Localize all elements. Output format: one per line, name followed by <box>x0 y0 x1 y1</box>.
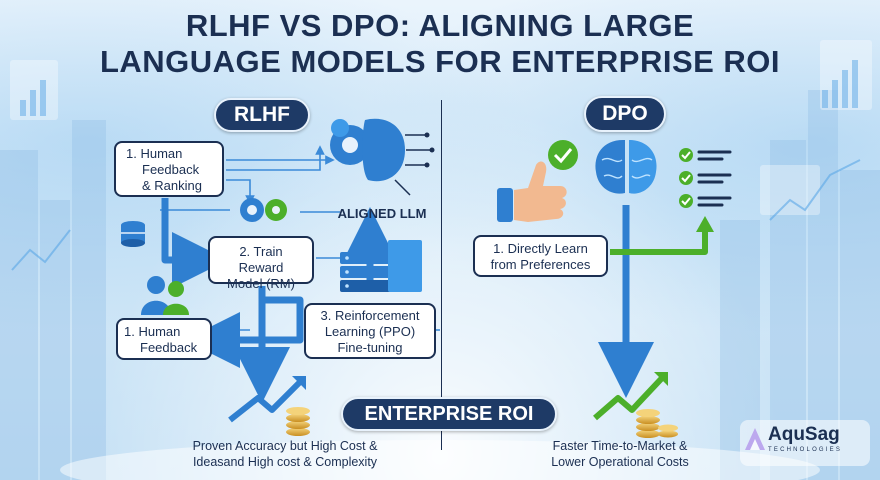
coin-stack-icon <box>636 409 678 438</box>
page-title: RLHF VS DPO: ALIGNING LARGE LANGUAGE MOD… <box>0 8 880 80</box>
rlhf-roi-caption: Proven Accuracy but High Cost & Ideasand… <box>150 438 420 470</box>
dpo-header: DPO <box>584 96 666 132</box>
step-label-line: Learning (PPO) <box>324 324 416 339</box>
step-label-line: Fine-tuning <box>337 340 403 355</box>
logo-tagline: TECHNOLOGIES <box>768 447 843 453</box>
step-label-line: Feedback <box>142 162 200 177</box>
thumbs-up-icon <box>497 161 567 222</box>
brain-circuit-icon <box>330 118 435 196</box>
step-label-line: 1. Directly Learn <box>493 241 588 256</box>
step-label-line: Model (RM) <box>227 276 295 291</box>
step-reinforcement-learning: 3. Reinforcement Learning (PPO) Fine-tun… <box>304 303 436 359</box>
title-line-2: LANGUAGE MODELS FOR ENTERPRISE ROI <box>99 44 781 79</box>
caption-line: Faster Time-to-Market & <box>552 439 688 453</box>
gears-icon <box>240 198 287 222</box>
title-line-1: RLHF VS DPO: ALIGNING LARGE <box>185 8 695 43</box>
logo-name: AquSag <box>768 424 840 445</box>
step-directly-learn: 1. Directly Learn from Preferences <box>473 235 608 277</box>
step-human-feedback: 1. Human Feedback <box>116 318 212 360</box>
brain-circuit-icon <box>595 140 657 194</box>
checklist-icon <box>679 148 732 208</box>
checkmark-icon <box>548 140 578 170</box>
step-label-line: & Ranking <box>142 178 202 193</box>
caption-line: Ideasand High cost & Complexity <box>192 455 378 469</box>
step-label-line: 1. Human <box>126 146 183 161</box>
step-label-line: from Preferences <box>490 257 591 272</box>
caption-line: Proven Accuracy but High Cost & <box>192 439 378 453</box>
step-human-feedback-ranking: 1. Human Feedback & Ranking <box>114 141 224 197</box>
rlhf-header: RLHF <box>214 98 310 132</box>
aligned-llm-label: ALIGNED LLM <box>337 206 427 221</box>
growth-arrow-icon <box>593 372 668 421</box>
step-label-line: Feedback <box>140 340 198 355</box>
caption-line: Lower Operational Costs <box>551 455 689 469</box>
enterprise-roi-header: ENTERPRISE ROI <box>341 397 557 431</box>
step-train-reward-model: 2. Train Reward Model (RM) <box>208 236 314 291</box>
step-label-line: 2. Train Reward <box>238 244 284 275</box>
step-label-line: 3. Reinforcement <box>320 308 420 323</box>
dpo-roi-caption: Faster Time-to-Market & Lower Operationa… <box>520 438 720 470</box>
users-icon <box>141 276 189 315</box>
step-label-line: 1. Human <box>124 324 181 339</box>
database-icon <box>121 221 145 247</box>
coin-stack-icon <box>286 407 310 436</box>
section-divider <box>441 100 442 450</box>
growth-arrow-icon <box>228 376 306 423</box>
logo-panel <box>740 420 870 466</box>
server-stack-icon <box>340 240 422 292</box>
